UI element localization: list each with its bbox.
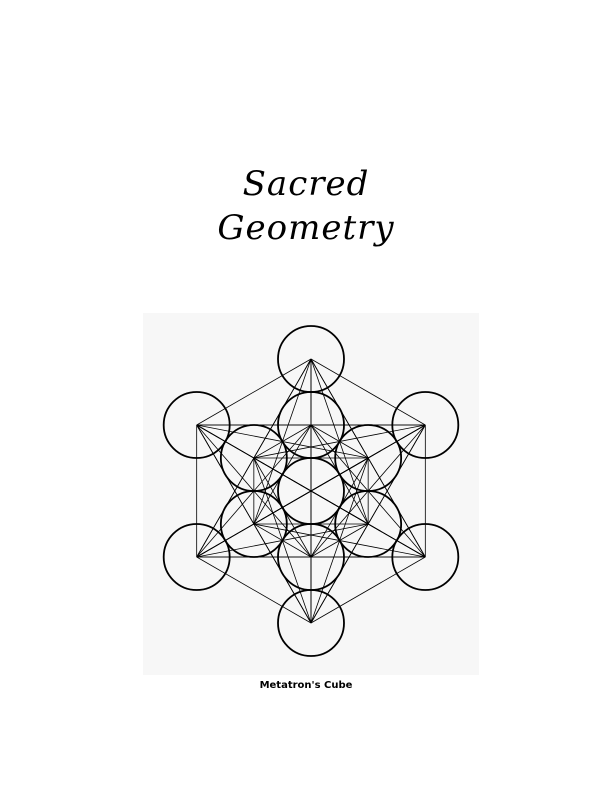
- cube-circle-7: [277, 325, 345, 393]
- cube-line: [196, 358, 312, 426]
- metatrons-cube-figure: [143, 313, 479, 675]
- cube-circle-8: [391, 391, 460, 459]
- cube-circle-9: [391, 523, 460, 591]
- metatrons-cube-drawing: [162, 325, 460, 657]
- cube-line: [310, 358, 426, 426]
- figure-caption: Metatron's Cube: [259, 680, 353, 691]
- cube-line: [310, 556, 426, 624]
- cube-line: [196, 556, 312, 624]
- cube-line: [196, 424, 426, 558]
- cube-circle-11: [162, 523, 231, 591]
- cube-circle-3: [334, 490, 403, 558]
- cube-line: [196, 424, 312, 624]
- cube-circle-6: [219, 424, 288, 492]
- title-line-2: Geometry: [217, 208, 395, 248]
- title-line-1: Sacred: [242, 164, 370, 204]
- cube-circle-12: [162, 391, 231, 459]
- cube-circle-10: [277, 589, 345, 657]
